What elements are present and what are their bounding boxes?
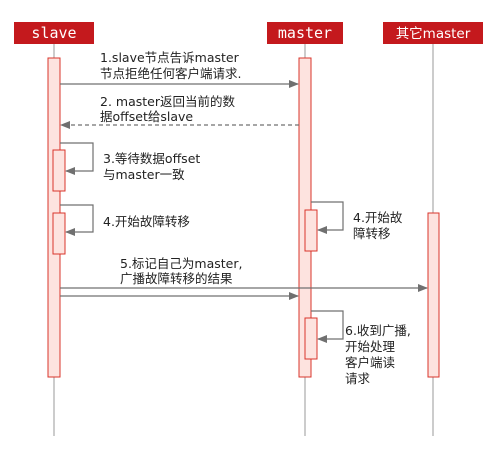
- message-5-line-2: 广播故障转移的结果: [120, 271, 233, 286]
- message-3-arrow: [60, 142, 94, 175]
- message-2-line-2: 据offset给slave: [100, 109, 193, 124]
- message-4b-arrow: [311, 201, 344, 234]
- message-6-arrow: [311, 310, 344, 343]
- message-4b-line-2: 障转移: [353, 226, 391, 241]
- message-4a: 4.开始故障转移: [60, 204, 190, 236]
- message-1-line-1: 1.slave节点告诉master: [100, 50, 240, 65]
- activation-master-failover: [304, 209, 318, 252]
- message-6-line-4: 请求: [345, 371, 371, 386]
- message-6-line-1: 6.收到广播,: [345, 323, 411, 338]
- activation-master-broadcast: [304, 317, 318, 360]
- message-2-line-1: 2. master返回当前的数: [100, 94, 235, 109]
- message-4a-line-1: 4.开始故障转移: [103, 214, 190, 229]
- message-5-line-1: 5.标记自己为master,: [120, 256, 242, 271]
- participant-label-other: 其它master: [396, 25, 471, 42]
- message-6: 6.收到广播, 开始处理 客户端读 请求: [311, 310, 411, 386]
- message-4b: 4.开始故 障转移: [311, 201, 403, 241]
- participant-header-other: 其它master: [383, 22, 483, 44]
- message-4b-line-1: 4.开始故: [353, 210, 403, 225]
- message-1: 1.slave节点告诉master 节点拒绝任何客户端请求.: [60, 50, 299, 88]
- activation-other: [427, 212, 440, 378]
- message-6-line-3: 客户端读: [345, 355, 395, 370]
- participant-label-slave: slave: [31, 24, 76, 42]
- message-1-line-2: 节点拒绝任何客户端请求.: [100, 66, 241, 81]
- message-3: 3.等待数据offset 与master一致: [60, 142, 200, 182]
- message-3-line-2: 与master一致: [103, 167, 185, 182]
- message-5: 5.标记自己为master, 广播故障转移的结果: [60, 256, 428, 300]
- activation-slave-failover: [52, 212, 66, 255]
- participant-label-master: master: [278, 24, 332, 42]
- message-3-line-1: 3.等待数据offset: [103, 151, 200, 166]
- message-4a-arrow: [60, 204, 94, 236]
- participant-header-slave: slave: [14, 22, 94, 44]
- message-6-line-2: 开始处理: [345, 339, 396, 354]
- activation-slave-wait: [52, 149, 66, 192]
- message-2: 2. master返回当前的数 据offset给slave: [60, 94, 299, 129]
- participant-header-master: master: [267, 22, 343, 44]
